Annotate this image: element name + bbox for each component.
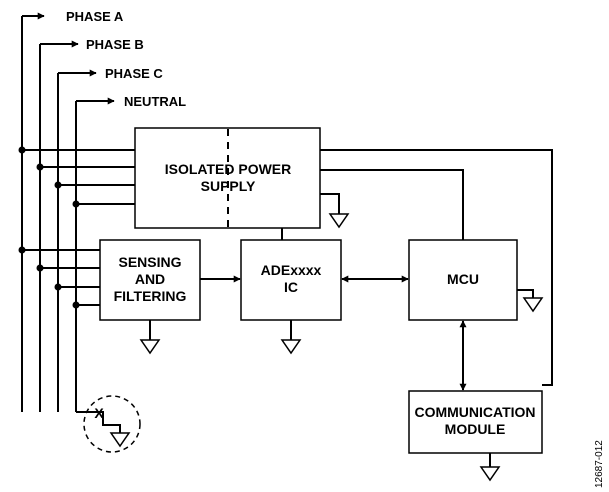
communication-module-block [408,390,543,454]
sensing-label-line3: FILTERING [114,288,187,304]
phase-b-label: PHASE B [86,37,144,52]
junction-dot [36,264,44,272]
junction-dot [18,146,26,154]
junction-dot [54,283,62,291]
phase-c-label: PHASE C [105,66,163,81]
power-supply-label-line2: SUPPLY [201,178,256,194]
fault-circle [83,395,141,453]
power-supply-ground-icon [320,193,350,229]
ade-label-line1: ADExxxx [261,262,322,278]
neutral-fault-ground: X [76,395,141,453]
phase-a-label: PHASE A [66,9,124,24]
junction-dot [18,246,26,254]
junction-dot [54,181,62,189]
mcu-label: MCU [447,271,479,287]
comm-label-line2: MODULE [445,421,506,437]
power-supply-label-line1: ISOLATED POWER [165,161,292,177]
sensing-label-line2: AND [135,271,165,287]
mcu-ground-icon [517,289,544,313]
power-to-mcu-line [320,169,464,240]
ade-ground-icon [280,320,302,355]
figure-id: 12687-012 [594,440,605,488]
ade-label-line2: IC [284,279,298,295]
mcu-block [408,239,518,321]
junction-dot [72,200,80,208]
ade-ic-block [240,239,342,321]
junction-dot [36,163,44,171]
sensing-filtering-block [99,239,201,321]
sensing-ground-icon [139,320,161,355]
phase-conductors [21,12,115,412]
comm-label-line1: COMMUNICATION [414,404,535,420]
fault-x-mark: X [94,405,104,421]
power-to-comm-line [320,149,553,386]
neutral-label: NEUTRAL [124,94,186,109]
sensing-taps [18,246,100,309]
sensing-label-line1: SENSING [118,254,181,270]
comm-ground-icon [479,453,501,482]
power-supply-taps [18,146,135,208]
junction-dot [72,301,80,309]
